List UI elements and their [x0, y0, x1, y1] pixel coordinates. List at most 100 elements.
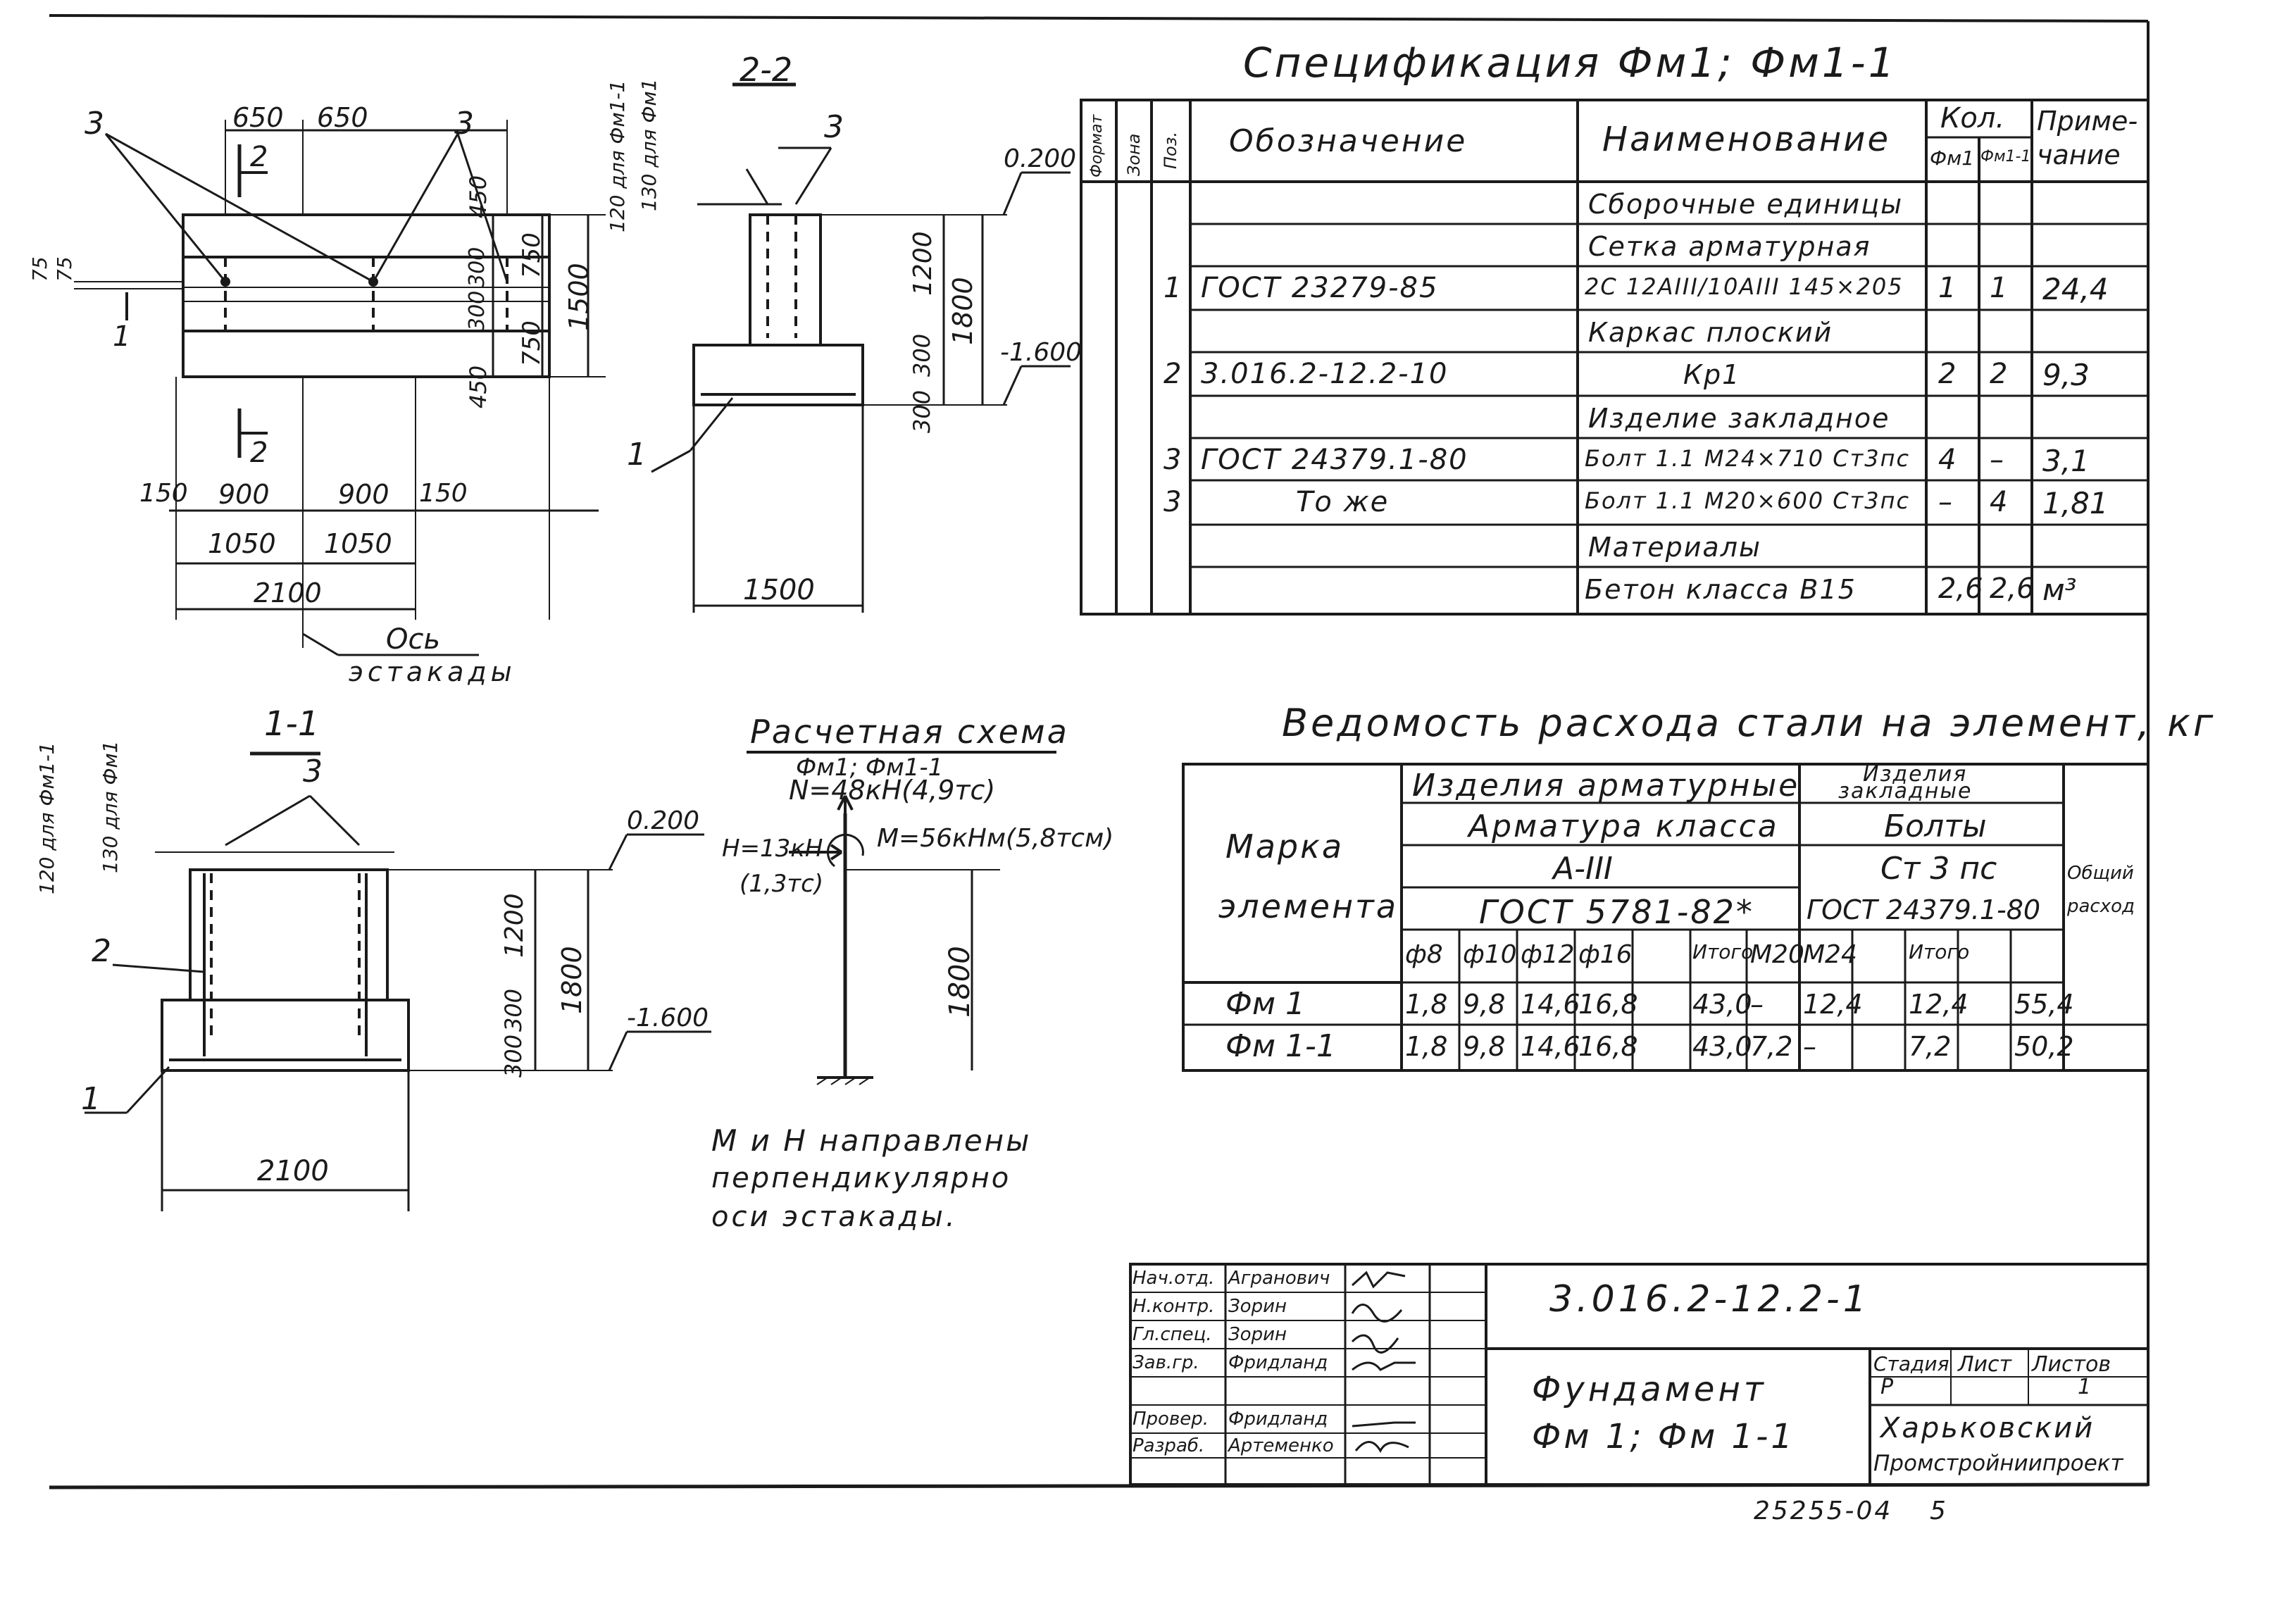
plan-mark-1: 1: [113, 320, 131, 353]
spec-row-name: Сборочные единицы: [1588, 189, 1904, 220]
steel-subheader-cell: ф8: [1405, 940, 1443, 969]
section-2-2-level-bottom: -1.600: [1000, 338, 1083, 367]
spec-row-qty-fm1: 4: [1938, 444, 1957, 476]
section-2-2-mark-3: 3: [824, 109, 844, 145]
signatures: [1351, 1270, 1416, 1454]
plan-dim-2100: 2100: [254, 577, 322, 608]
section-1-1-level-top: 0.200: [627, 806, 700, 835]
steel-row-mark: Фм 1: [1225, 986, 1306, 1022]
spec-header-zone: Зона: [1124, 133, 1144, 176]
steel-header-mark-2: элемента: [1218, 887, 1399, 925]
steel-row-cell: –: [1750, 989, 1764, 1020]
stamp-grid: [1129, 1263, 2150, 1486]
calc-axial-force: N=48кН(4,9тс): [789, 775, 996, 806]
steel-header-embed-1: Изделия: [1863, 762, 1968, 787]
steel-subheader-cell: М24: [1803, 940, 1857, 969]
spec-header-qty: Кол.: [1940, 102, 2005, 135]
spec-row-name: Каркас плоский: [1588, 317, 1833, 348]
steel-header-mark-1: Марка: [1225, 828, 1344, 866]
steel-row-mark: Фм 1-1: [1225, 1028, 1336, 1064]
spec-row-name: Материалы: [1588, 532, 1761, 563]
steel-row-cell: 43,0: [1692, 1031, 1752, 1062]
plan-dim-300-bottom: 300: [465, 290, 489, 331]
steel-row-cell: –: [1803, 1031, 1816, 1062]
steel-header-rebar-grade: А-III: [1553, 851, 1613, 887]
section-1-1-mark-3: 3: [303, 754, 323, 789]
steel-row-cell: 16,8: [1578, 1031, 1638, 1062]
plan-dim-900-left: 900: [218, 479, 270, 510]
section-1-1-dim-300-b: 300: [500, 1034, 527, 1078]
plan-mark-3-right: 3: [454, 106, 474, 142]
section-1-1-dim-1800: 1800: [556, 946, 587, 1014]
spec-row-note: 24,4: [2042, 272, 2109, 306]
spec-row-name: Кр1: [1683, 359, 1741, 390]
steel-header-rebar: Изделия арматурные: [1412, 768, 1800, 804]
spec-header-name: Наименование: [1602, 120, 1891, 159]
plan-dim-650-right: 650: [317, 102, 368, 133]
steel-row-cell: 12,4: [1909, 989, 1969, 1020]
plan-axis-label-1: Ось: [386, 623, 441, 656]
steel-row-cell: 7,2: [1750, 1031, 1793, 1062]
section-1-1-dim-300-a: 300: [500, 988, 527, 1032]
steel-row-cell: 50,2: [2014, 1031, 2074, 1062]
spec-row-name: Болт 1.1 М20×600 Ст3пс: [1585, 487, 1911, 514]
plan-dim-75-a: 75: [28, 256, 51, 282]
stamp-role: Н.контр.: [1133, 1296, 1215, 1317]
spec-row-qty-fm1: –: [1938, 486, 1952, 518]
section-1-1: [85, 751, 711, 1211]
section-1-1-level-bottom: -1.600: [627, 1004, 709, 1032]
spec-row-qty-fm11: 2,6: [1990, 573, 2035, 605]
footer-inventory-number: 25255-04: [1754, 1497, 1893, 1525]
spec-row-note: м³: [2042, 573, 2077, 607]
stamp-sheets: 1: [2078, 1375, 2092, 1399]
steel-header-total-2: расход: [2067, 896, 2135, 917]
calc-note-line-3: оси эстакады.: [711, 1201, 958, 1233]
stamp-role: Нач.отд.: [1133, 1268, 1215, 1289]
calc-scheme: [747, 751, 1056, 1085]
stamp-stage: Р: [1880, 1375, 1894, 1399]
steel-subheader-cell: М20: [1750, 940, 1804, 969]
spec-row-pos: 2: [1163, 358, 1182, 390]
spec-table-grid: [1080, 99, 2150, 616]
spec-row-designation: 3.016.2-12.2-10: [1201, 358, 1449, 390]
steel-subheader-cell: ф12: [1521, 940, 1575, 969]
plan-cut-mark-bottom: 2: [250, 437, 268, 469]
plan-dim-650-left: 650: [232, 102, 284, 133]
stamp-name: Фридланд: [1228, 1409, 1328, 1430]
stamp-name: Фридланд: [1228, 1352, 1328, 1373]
steel-header-bolts: Болты: [1884, 808, 1987, 844]
plan-dim-750-bottom: 750: [518, 320, 546, 366]
section-2-2-mark-1: 1: [627, 437, 647, 473]
steel-subheader-cell: Итого: [1692, 940, 1754, 963]
steel-row-cell: 43,0: [1692, 989, 1752, 1020]
section-1-1-mark-2: 2: [92, 933, 111, 969]
spec-row-designation: То же: [1296, 486, 1390, 518]
steel-header-embed-2: закладные: [1838, 779, 1973, 804]
steel-header-bolt-gost: ГОСТ 24379.1-80: [1807, 894, 2041, 925]
stamp-name: Зорин: [1228, 1296, 1287, 1317]
plan-dim-150-left: 150: [139, 479, 188, 508]
steel-row-cell: 1,8: [1405, 1031, 1448, 1062]
spec-row-qty-fm1: 2: [1938, 358, 1957, 390]
section-1-1-dim-1200: 1200: [500, 893, 529, 958]
steel-subheader-cell: ф10: [1463, 940, 1517, 969]
steel-row-cell: 7,2: [1909, 1031, 1952, 1062]
section-1-1-label-120: 120 для Фм1-1: [35, 742, 58, 894]
stamp-org-2: Промстройниипроект: [1873, 1451, 2123, 1476]
calc-moment: M=56кНм(5,8тсм): [877, 824, 1114, 853]
spec-title: Спецификация Фм1; Фм1-1: [1243, 39, 1897, 87]
plan-mark-3-left: 3: [85, 106, 104, 142]
spec-header-pos: Поз.: [1161, 131, 1180, 169]
plan-dim-900-right: 900: [338, 479, 389, 510]
spec-row-pos: 1: [1163, 272, 1182, 304]
plan-dim-1500: 1500: [563, 263, 594, 331]
section-2-2-level-top: 0.200: [1004, 144, 1077, 173]
stamp-header-sheets: Листов: [2032, 1352, 2111, 1377]
spec-row-designation: ГОСТ 24379.1-80: [1201, 444, 1468, 476]
spec-header-note-1: Приме-: [2037, 106, 2138, 137]
section-2-2-title: 2-2: [740, 51, 793, 89]
section-1-1-dim-2100: 2100: [257, 1155, 329, 1187]
spec-row-qty-fm11: –: [1990, 444, 2004, 476]
section-1-1-mark-1: 1: [81, 1081, 101, 1117]
spec-row-qty-fm1: 1: [1938, 272, 1957, 304]
